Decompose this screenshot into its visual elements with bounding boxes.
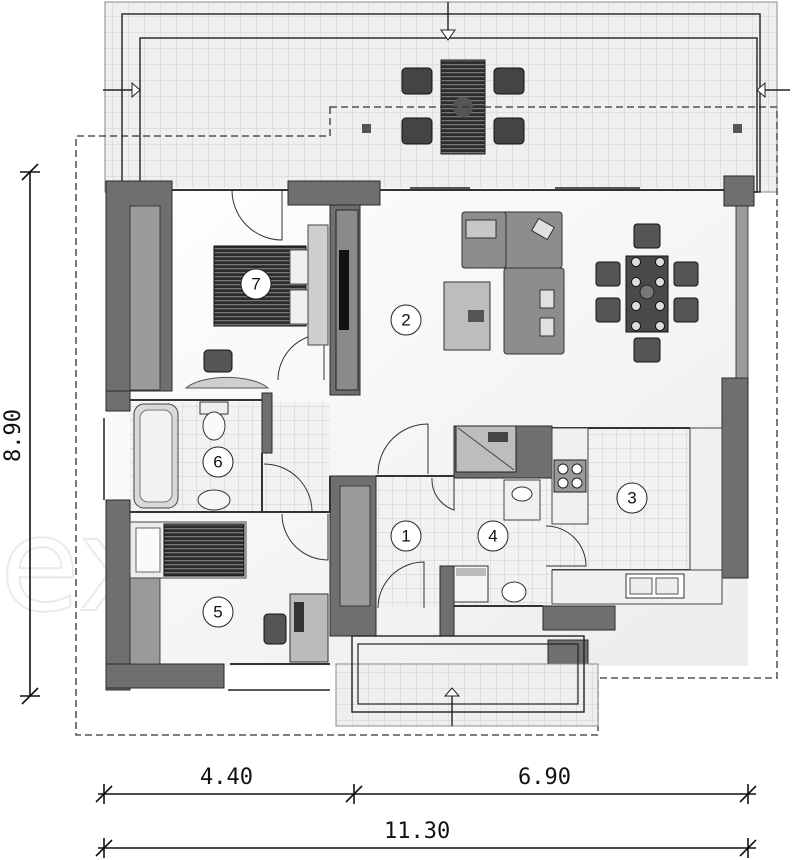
stove-icon (553, 459, 587, 493)
single-bed-icon (129, 521, 247, 579)
room-4-marker: 4 (477, 520, 509, 552)
room-3-label: 3 (627, 489, 636, 508)
dimension-height (20, 163, 40, 705)
fridge-icon (455, 425, 517, 473)
dimension-widths (95, 784, 757, 858)
washbasin-icon (197, 489, 231, 511)
room-1-label: 1 (401, 527, 410, 546)
left-width-dimension-label: 4.40 (200, 765, 253, 790)
window-marks (103, 187, 640, 691)
study-desk-icon (263, 593, 329, 663)
room-5-label: 5 (213, 603, 222, 622)
room-7-label: 7 (251, 275, 260, 294)
room-2-marker: 2 (390, 304, 422, 336)
wall-shades (129, 205, 749, 665)
room-2-label: 2 (401, 311, 410, 330)
toilet-2-icon (501, 581, 527, 603)
room-5-marker: 5 (202, 596, 234, 628)
coffee-table-icon (443, 281, 491, 351)
room-4-label: 4 (488, 527, 497, 546)
dining-table-icon (595, 223, 699, 363)
washbasin-2-icon (503, 479, 541, 521)
kitchen-sink-icon (625, 573, 685, 599)
washing-machine-icon (453, 565, 489, 603)
total-width-dimension-label: 11.30 (384, 819, 450, 844)
tv-unit-icon (335, 209, 359, 391)
room-6-marker: 6 (202, 446, 234, 478)
toilet-icon (199, 401, 229, 441)
sofa-icon (461, 211, 565, 355)
room-3-marker: 3 (616, 482, 648, 514)
right-width-dimension-label: 6.90 (518, 765, 571, 790)
desk-chair-icon (184, 349, 270, 389)
room-1-marker: 1 (390, 520, 422, 552)
height-dimension-label: 8.90 (1, 409, 26, 462)
terrace-entry (335, 635, 599, 727)
room-labels: 1 2 3 4 5 6 7 (202, 268, 648, 628)
room-7-marker: 7 (240, 268, 272, 300)
bathtub-icon (133, 403, 179, 509)
room-6-label: 6 (213, 453, 222, 472)
roof-outline (75, 106, 778, 736)
